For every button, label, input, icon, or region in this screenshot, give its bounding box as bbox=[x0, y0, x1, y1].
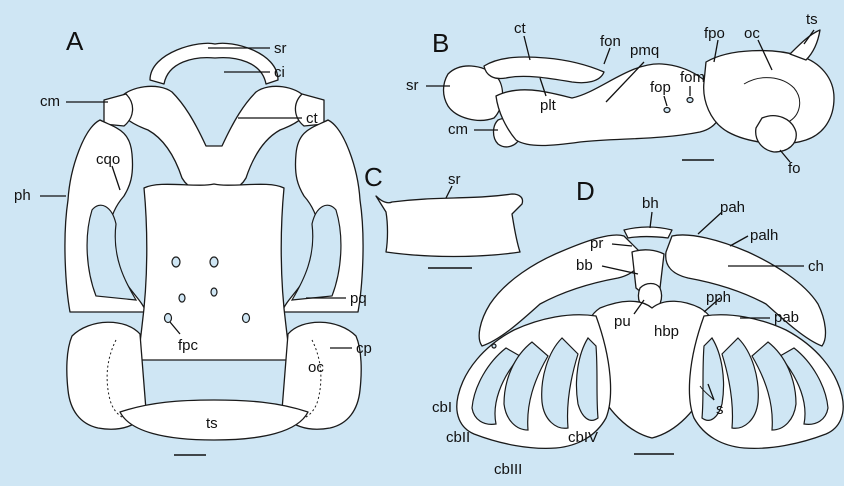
d-label-cbII: cbII bbox=[446, 429, 470, 446]
d-label-bb: bb bbox=[576, 257, 593, 274]
b-label-pmq: pmq bbox=[630, 42, 659, 59]
a-label-pq: pq bbox=[350, 290, 367, 307]
a-label-sr: sr bbox=[274, 40, 287, 57]
d-label-ch: ch bbox=[808, 258, 824, 275]
c-label-sr: sr bbox=[448, 171, 461, 188]
d-label-palh: palh bbox=[750, 227, 778, 244]
d-label-cbIII: cbIII bbox=[494, 461, 522, 478]
panel-letter-b: B bbox=[432, 28, 449, 58]
d-label-pr: pr bbox=[590, 235, 603, 252]
b-label-ct: ct bbox=[514, 20, 527, 37]
d-label-hbp: hbp bbox=[654, 323, 679, 340]
panel-letter-a: A bbox=[66, 26, 84, 56]
d-small-foramen bbox=[492, 344, 496, 348]
a-label-cp: cp bbox=[356, 340, 372, 357]
d-label-pph: pph bbox=[706, 289, 731, 306]
b-foramen-fop bbox=[664, 108, 670, 113]
b-label-fpo: fpo bbox=[704, 25, 725, 42]
b-label-ts: ts bbox=[806, 11, 818, 28]
b-label-cm: cm bbox=[448, 121, 468, 138]
a-foramen-4 bbox=[211, 288, 217, 296]
a-label-fpc: fpc bbox=[178, 337, 199, 354]
a-label-ct: ct bbox=[306, 110, 319, 127]
b-label-fon: fon bbox=[600, 33, 621, 50]
b-label-fop: fop bbox=[650, 79, 671, 96]
d-label-s: s bbox=[716, 401, 724, 418]
b-foramen-fom bbox=[687, 98, 693, 103]
d-label-bh: bh bbox=[642, 195, 659, 212]
b-label-oc: oc bbox=[744, 25, 760, 42]
d-label-cbI: cbI bbox=[432, 399, 452, 416]
a-cranial-floor bbox=[138, 184, 290, 360]
a-foramen-fpc-right bbox=[243, 314, 250, 323]
b-label-fom: fom bbox=[680, 69, 705, 86]
d-label-pab: pab bbox=[774, 309, 799, 326]
d-label-pah: pah bbox=[720, 199, 745, 216]
a-label-cm: cm bbox=[40, 93, 60, 110]
a-foramen-1 bbox=[172, 257, 180, 267]
b-label-sr: sr bbox=[406, 77, 419, 94]
d-label-pu: pu bbox=[614, 313, 631, 330]
b-label-fo: fo bbox=[788, 160, 801, 177]
a-label-ph: ph bbox=[14, 187, 31, 204]
a-label-cqo: cqo bbox=[96, 151, 120, 168]
a-label-ci: ci bbox=[274, 64, 285, 81]
a-meckel-left bbox=[104, 94, 133, 126]
a-label-ts: ts bbox=[206, 415, 218, 432]
panel-letter-c: C bbox=[364, 162, 383, 192]
d-label-cbIV: cbIV bbox=[568, 429, 598, 446]
a-label-oc: oc bbox=[308, 359, 324, 376]
b-label-plt: plt bbox=[540, 97, 557, 114]
panel-letter-d: D bbox=[576, 176, 595, 206]
d-basihyal bbox=[624, 227, 672, 238]
a-foramen-2 bbox=[210, 257, 218, 267]
a-foramen-3 bbox=[179, 294, 185, 302]
c-suprarostral bbox=[376, 194, 523, 257]
a-foramen-fpc bbox=[165, 314, 172, 323]
